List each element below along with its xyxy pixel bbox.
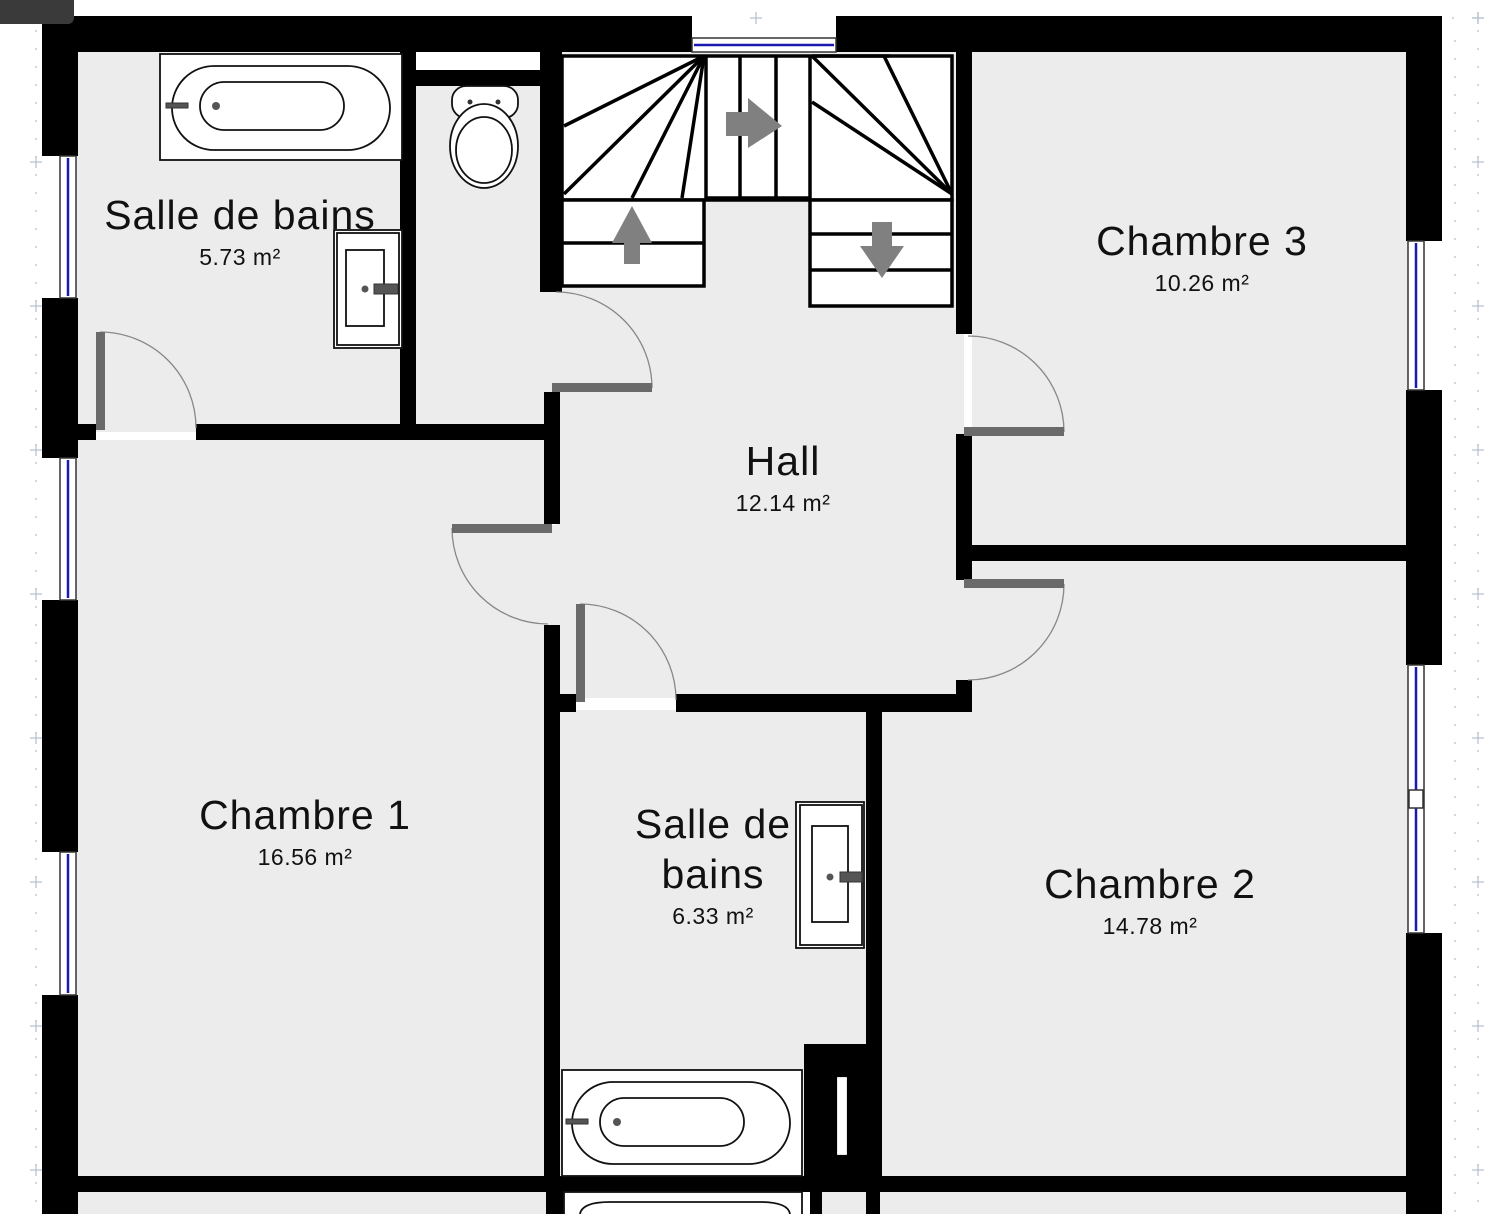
arrow-down-icon [860, 222, 904, 278]
doors [96, 291, 1065, 702]
stair-arrows [612, 98, 904, 278]
grid-plus-mark [1472, 12, 1484, 24]
arrow-right-icon [726, 98, 782, 148]
sink-2-icon [795, 801, 865, 949]
walls [42, 16, 1442, 1214]
arrow-up-icon [612, 206, 652, 264]
grid-plus-mark [750, 12, 762, 24]
floor-areas [76, 52, 1408, 1214]
sink-1-icon [333, 229, 403, 349]
toilet-icon [449, 85, 519, 189]
windows [59, 37, 1425, 996]
fixtures [159, 53, 865, 1219]
bathtub-2-icon [561, 1069, 803, 1177]
corner-badge [0, 0, 74, 24]
bathtub-3-icon [563, 1191, 803, 1219]
bathtub-1-icon [159, 53, 403, 161]
